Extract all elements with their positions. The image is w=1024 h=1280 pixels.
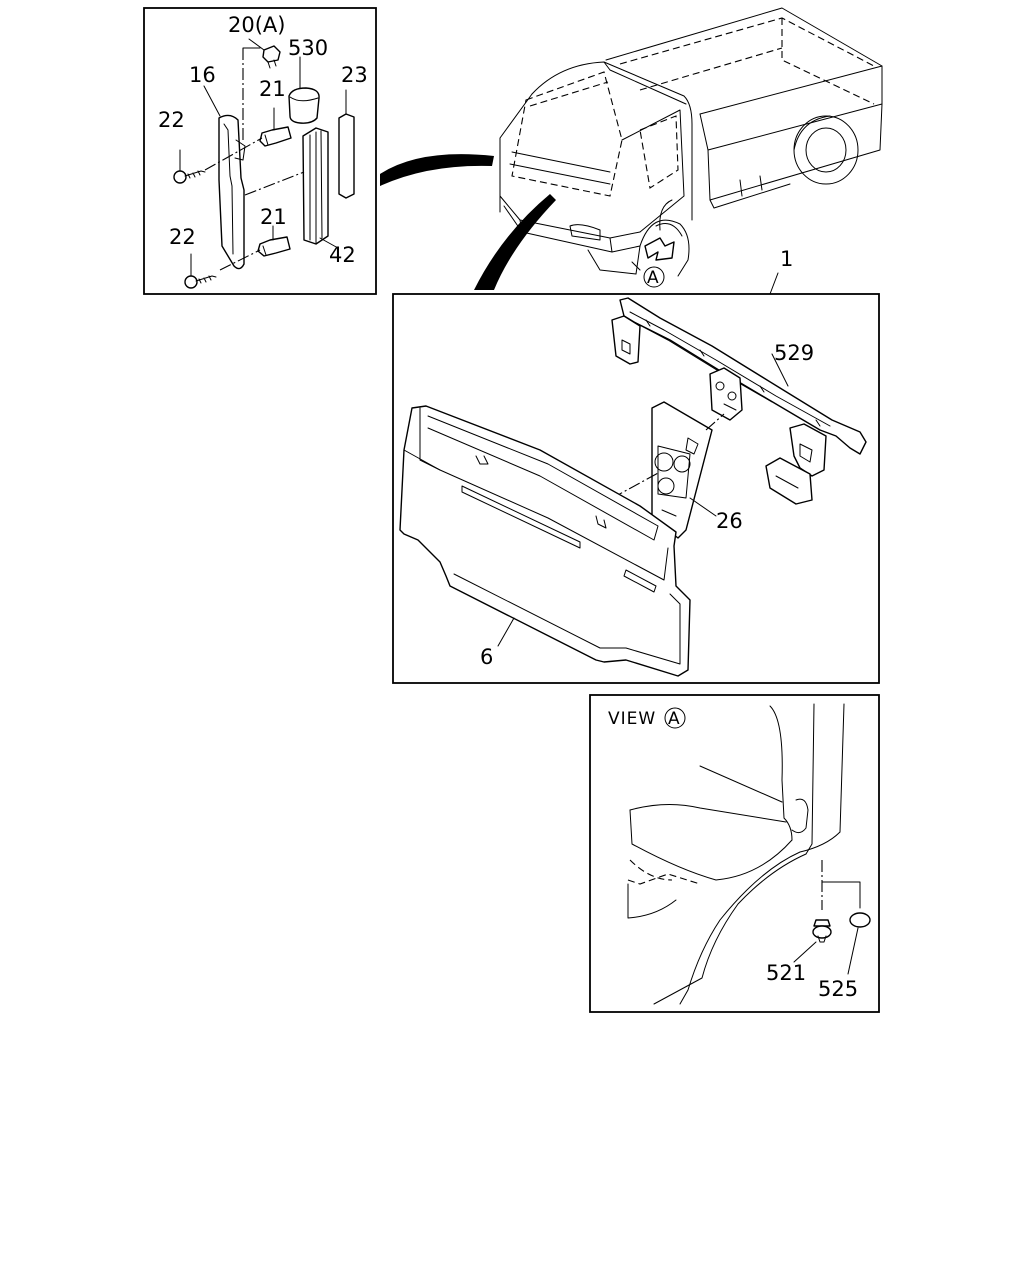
label-42: 42 <box>329 243 356 267</box>
cap-530 <box>288 87 320 124</box>
label-525: 525 <box>818 977 858 1001</box>
clip-20a <box>262 45 281 63</box>
label-6: 6 <box>480 645 493 669</box>
truck-view-ref: A <box>647 268 660 288</box>
label-26: 26 <box>716 509 743 533</box>
label-21-top: 21 <box>259 77 286 101</box>
assembly-line-525 <box>821 881 861 909</box>
label-1: 1 <box>780 247 793 271</box>
leader-6 <box>497 617 515 647</box>
leader-525 <box>847 927 859 975</box>
pointer-arrow-lower <box>474 194 556 290</box>
screw-22-bottom <box>184 253 217 289</box>
label-20a: 20(A) <box>228 13 285 37</box>
inset-view-a: VIEW A 521 525 <box>589 694 880 1013</box>
view-a-title-circle <box>664 707 686 729</box>
label-22-top: 22 <box>158 108 185 132</box>
label-521: 521 <box>766 961 806 985</box>
screw-22-top <box>173 149 206 184</box>
label-22-bottom: 22 <box>169 225 196 249</box>
cowl-reinforcement-529 <box>611 297 867 505</box>
inset-cowl-panel: 1 529 26 6 <box>392 247 880 684</box>
inset-side-trim-frame <box>143 7 377 295</box>
plug-525 <box>849 912 871 928</box>
view-a-title-ref: A <box>668 709 681 729</box>
side-trim-panel-16 <box>218 114 245 270</box>
label-529: 529 <box>774 341 814 365</box>
leader-529 <box>771 353 789 387</box>
clip-521 <box>812 919 832 943</box>
view-a-title: VIEW <box>608 709 656 729</box>
grommet-21-top <box>259 126 292 147</box>
leader-521 <box>793 941 817 963</box>
strip-23 <box>338 113 355 199</box>
inset-cowl-panel-frame <box>392 293 880 684</box>
view-a-callout <box>643 266 665 288</box>
pointer-arrow-upper <box>380 154 494 186</box>
view-a-arrow <box>644 237 675 261</box>
label-16: 16 <box>189 63 216 87</box>
inset-view-a-frame <box>589 694 880 1013</box>
bracket-plate-26 <box>651 401 713 539</box>
assembly-line-529 <box>705 413 725 431</box>
cowl-panel-6 <box>399 405 691 677</box>
leader-26 <box>689 497 717 517</box>
label-530: 530 <box>288 36 328 60</box>
truck-overview: A <box>380 7 883 290</box>
assembly-line-26 <box>593 471 661 509</box>
inset-side-trim: 20(A) 530 16 21 23 22 21 22 42 <box>143 7 377 295</box>
label-21-bottom: 21 <box>260 205 287 229</box>
label-23: 23 <box>341 63 368 87</box>
